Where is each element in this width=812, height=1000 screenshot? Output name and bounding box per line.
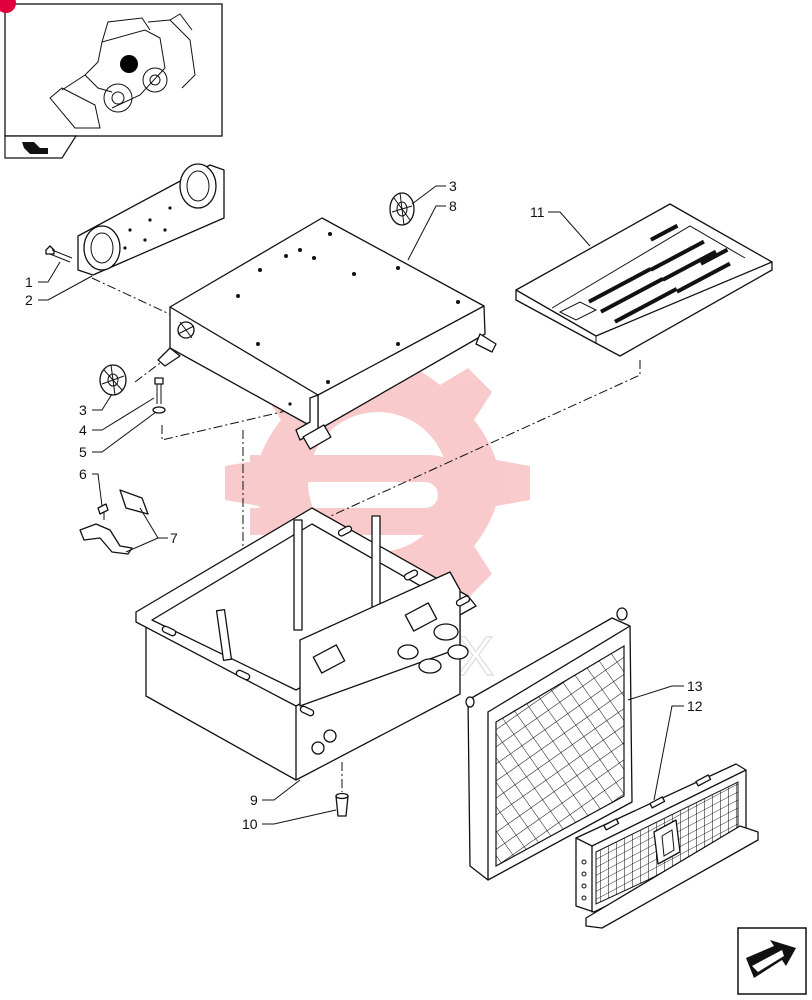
part-11-perforated-tray: [515, 203, 773, 357]
part-4-screw: [154, 377, 164, 404]
callout-1: 1: [25, 274, 33, 290]
callout-9: 9: [250, 792, 258, 808]
part-8-box-cover: [157, 217, 497, 450]
cover-fan-fitting: [177, 321, 195, 339]
locator-thumbnail[interactable]: [0, 0, 223, 137]
callout-6: 6: [79, 466, 87, 482]
callout-3-top: 3: [449, 178, 457, 194]
part-9-battery-box: [135, 507, 477, 781]
part-12-grid-panel: [575, 763, 759, 929]
leader-lines: [38, 185, 684, 825]
part-5-washer: [152, 406, 166, 414]
part-3-fan-wheel-top: [389, 192, 415, 226]
callout-3-lower: 3: [79, 402, 87, 418]
part-6-fastener: [97, 503, 109, 520]
part-2-duct-plate: [77, 163, 225, 276]
callout-5: 5: [79, 444, 87, 460]
backhoe-loader-icon: [49, 13, 196, 129]
page-back-arrow-icon[interactable]: [4, 135, 78, 159]
callout-labels: 1 2 3 8 11 3 4 5 6 7 13 12 9 10: [25, 178, 703, 832]
next-page-arrow-icon[interactable]: [737, 927, 807, 995]
part-7-brackets: [79, 489, 149, 555]
callout-8: 8: [449, 198, 457, 214]
callout-10: 10: [242, 816, 258, 832]
callout-4: 4: [79, 422, 87, 438]
callout-13: 13: [687, 678, 703, 694]
location-marker: [120, 55, 138, 73]
part-1-bolt: [45, 245, 73, 263]
part-13-mesh-filter-panel: [465, 607, 633, 881]
part-3-fan-wheel-lower: [99, 364, 127, 396]
callout-7: 7: [170, 530, 178, 546]
page-badge: [0, 0, 16, 13]
callout-2: 2: [25, 292, 33, 308]
callout-12: 12: [687, 698, 703, 714]
part-10-drain-plug: [335, 792, 349, 817]
callout-11: 11: [530, 204, 545, 220]
